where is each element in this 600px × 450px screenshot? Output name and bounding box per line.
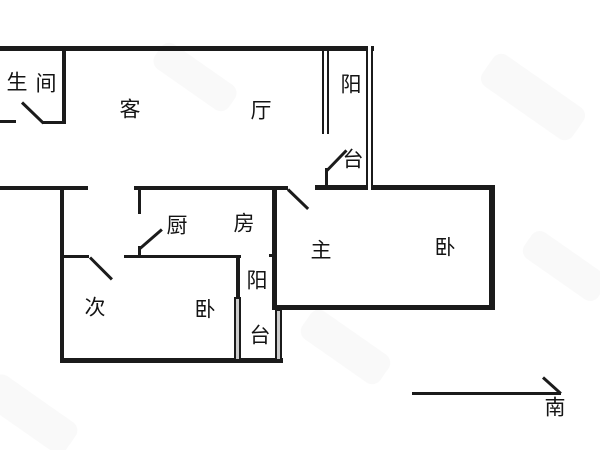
kitchen-door-stub-top (138, 190, 141, 214)
second-bedroom-wall-top-right (124, 255, 241, 258)
master-bedroom-wall-bottom (272, 305, 495, 310)
south-label: 南 (544, 395, 566, 420)
watermark (518, 227, 600, 305)
balcony-middle-label-char-1: 台 (249, 323, 271, 348)
bathroom-wall-bottom-left (0, 120, 16, 123)
balcony-middle-window (275, 309, 282, 361)
balcony-top-window (322, 51, 329, 134)
wall-mid-segment-right (315, 185, 495, 190)
master-bedroom-door-leaf (286, 188, 310, 211)
kitchen-door-leaf (139, 228, 163, 250)
bathroom-label-char-0: 生 (6, 70, 28, 95)
balcony-top-wall-right (366, 46, 373, 190)
balcony-middle-label-char-0: 阳 (246, 268, 268, 293)
balcony-top-label-char-1: 台 (342, 147, 364, 172)
living-room-label-char-1: 厅 (250, 98, 272, 123)
bathroom-label-char-1: 间 (35, 71, 57, 96)
second-bedroom-label-char-1: 卧 (194, 297, 216, 322)
kitchen-door-stub-bottom (138, 246, 141, 258)
master-bedroom-wall-left (272, 186, 277, 310)
watermark (477, 49, 589, 145)
wall-bottom (60, 358, 283, 363)
wall-left-outer (60, 186, 64, 363)
second-bedroom-door-leaf (88, 256, 113, 281)
kitchen-label-char-1: 房 (233, 211, 255, 236)
watermark (0, 370, 82, 450)
bathroom-wall-bottom-right (43, 121, 66, 124)
second-bedroom-wall-right (236, 257, 240, 298)
master-bedroom-label-char-0: 主 (310, 238, 332, 263)
living-room-label-char-0: 客 (119, 97, 141, 122)
watermark (296, 305, 395, 389)
second-bedroom-label-char-0: 次 (84, 295, 106, 320)
second-bedroom-wall-top-left (62, 255, 89, 258)
balcony-top-door-stub (325, 168, 328, 187)
bathroom-door-leaf (20, 101, 45, 125)
second-bedroom-window (234, 297, 241, 361)
master-bedroom-label-char-1: 卧 (434, 235, 456, 260)
wall-mid-segment-left (0, 186, 88, 190)
master-bedroom-wall-right (489, 186, 495, 310)
bathroom-wall-right (62, 46, 66, 124)
kitchen-label-char-0: 厨 (166, 213, 188, 238)
wall-mid-segment-center (134, 186, 288, 190)
wall-top (0, 46, 374, 51)
balcony-top-label-char-0: 阳 (340, 72, 362, 97)
south-arrow-line (412, 392, 561, 395)
